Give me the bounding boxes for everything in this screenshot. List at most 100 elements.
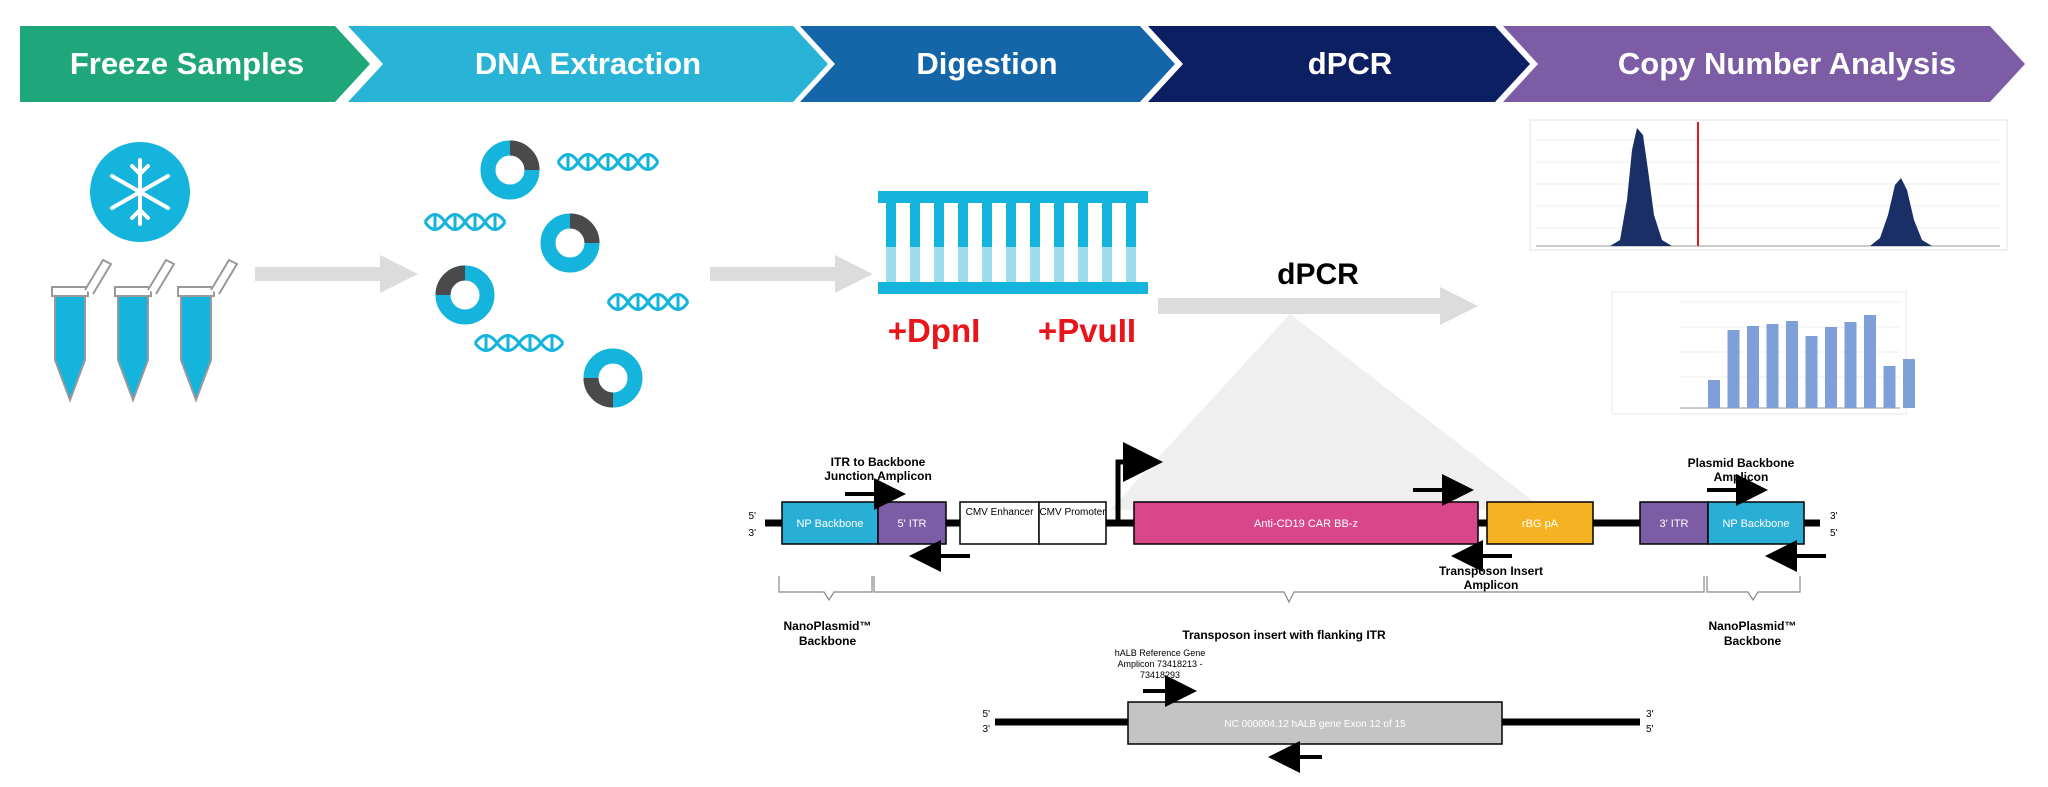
sample-tubes-icon [51, 258, 239, 403]
np-backbone-right-block [1707, 501, 1805, 545]
chart-bar [1844, 322, 1857, 408]
ladder-rung [1006, 247, 1016, 282]
ladder-rung [1126, 247, 1136, 282]
halb-reference-amplicon-label: hALB Reference Gene Amplicon 73418213 - … [1114, 648, 1206, 680]
ladder-rung [1078, 203, 1088, 247]
ladder-rung [934, 203, 944, 247]
chart-bar [1903, 359, 1915, 408]
ladder-rung [982, 203, 992, 247]
end-label: 5' [1646, 724, 1654, 735]
dna-helix-icon [473, 334, 565, 352]
step-label: Copy Number Analysis [1618, 46, 1956, 81]
ladder-rung [982, 247, 992, 282]
flow-arrow [710, 255, 873, 293]
block-label: NP Backbone [1722, 518, 1789, 530]
plasmid-icon [435, 265, 495, 325]
ladder-rung [886, 247, 896, 282]
block-label: 3' ITR [1660, 518, 1689, 530]
ladder-rung [886, 203, 896, 247]
end-label: 5' [749, 511, 757, 522]
np-backbone-left-block [781, 501, 879, 545]
transposon-insert-label: Transposon insert with flanking ITR [1182, 628, 1386, 642]
reference-label-wrap: hALB Reference Gene Amplicon 73418213 - … [1114, 648, 1206, 680]
end-label: 5' [983, 709, 991, 720]
dna-helix-icon [606, 293, 690, 311]
ladder-rung [1054, 203, 1064, 247]
construct-map: 5' 3' 3' 5' NP Backbone 5' ITR CMV Enhan… [749, 442, 1838, 648]
chart-bar [1708, 380, 1720, 408]
block-label: Anti-CD19 CAR BB-z [1254, 518, 1358, 530]
nanoplasmid-backbone-label: NanoPlasmid™ Backbone [783, 619, 872, 648]
step-freeze-samples: Freeze Samples [20, 26, 370, 102]
ladder-rung [1102, 203, 1112, 247]
amplicon-label-wrap: Plasmid Backbone Amplicon [1688, 456, 1795, 484]
step-label: Freeze Samples [70, 46, 304, 81]
brace-label-wrap: NanoPlasmid™ Backbone [1708, 619, 1797, 648]
dpcr-label: dPCR [1277, 258, 1359, 291]
brace-label-wrap: NanoPlasmid™ Backbone [783, 619, 872, 648]
ladder-rung [910, 247, 920, 282]
block-label: NC 000004.12 hALB gene Exon 12 of 15 [1224, 719, 1406, 730]
ladder-rung [958, 203, 968, 247]
block-label: CMV Promoter [1039, 507, 1106, 518]
halb-gene-block [1127, 701, 1503, 745]
ladder-rung [910, 203, 920, 247]
ladder-rung [1078, 247, 1088, 282]
chart-bar [1766, 324, 1779, 408]
chart-bar [1883, 366, 1896, 408]
end-label: 3' [1646, 709, 1654, 720]
end-label: 3' [749, 528, 757, 539]
block-label-wrap: CMV Promoter [1039, 507, 1106, 518]
enzyme-pvuii-label: +PvuII [1038, 312, 1136, 349]
chart-bar [1727, 330, 1740, 408]
block-label: rBG pA [1522, 518, 1559, 530]
ladder-rung [958, 247, 968, 282]
step-copy-number-analysis: Copy Number Analysis [1503, 26, 2025, 102]
step-label: Digestion [916, 46, 1057, 81]
chart-bar [1805, 336, 1818, 408]
car-block [1133, 501, 1479, 545]
itr3-block [1639, 501, 1709, 545]
plasmid-icon [540, 213, 600, 273]
step-dna-extraction: DNA Extraction [348, 26, 828, 102]
plasmid-icon [583, 348, 643, 408]
end-label: 3' [1830, 511, 1838, 522]
flow-arrow [255, 255, 418, 293]
copy-number-bar-chart [1611, 291, 1915, 415]
ladder-rung [1030, 247, 1040, 282]
chart-bar [1786, 321, 1798, 408]
block-label: NP Backbone [796, 518, 863, 530]
snowflake-icon [90, 142, 190, 242]
chart-bar [1825, 327, 1837, 408]
brace-group [778, 576, 1801, 604]
block-label: CMV Enhancer [965, 507, 1034, 518]
transposon-amplicon-label: Transposon Insert Amplicon [1438, 564, 1544, 592]
ladder-rung [1126, 203, 1136, 247]
digested-dna-icon [878, 191, 1148, 294]
chart-bar [1864, 315, 1876, 408]
step-label: DNA Extraction [475, 46, 701, 81]
flow-arrow [1158, 287, 1478, 325]
ladder-rung [1054, 247, 1064, 282]
end-label: 5' [1830, 528, 1838, 539]
step-dpcr: dPCR [1148, 26, 1530, 102]
fluorescence-histogram [1529, 119, 2008, 251]
ladder-rung [1006, 203, 1016, 247]
dna-helix-icon [556, 153, 660, 171]
block-label-wrap: CMV Enhancer [965, 507, 1034, 518]
zoom-triangle [1110, 314, 1545, 510]
promoter-arrow-icon [1115, 442, 1163, 523]
plasmid-icon [480, 140, 540, 200]
ladder-rung [934, 247, 944, 282]
amplicon-label-wrap: Transposon Insert Amplicon [1438, 564, 1544, 592]
chart-bar [1747, 326, 1759, 408]
step-digestion: Digestion [800, 26, 1175, 102]
reference-gene-map: 5' 3' 3' 5' NC 000004.12 hALB gene Exon … [983, 648, 1654, 773]
enzyme-dpni-label: +DpnI [888, 312, 981, 349]
nanoplasmid-backbone-label: NanoPlasmid™ Backbone [1708, 619, 1797, 648]
dna-helix-icon [423, 213, 507, 231]
step-label: dPCR [1308, 46, 1392, 81]
end-label: 3' [983, 724, 991, 735]
